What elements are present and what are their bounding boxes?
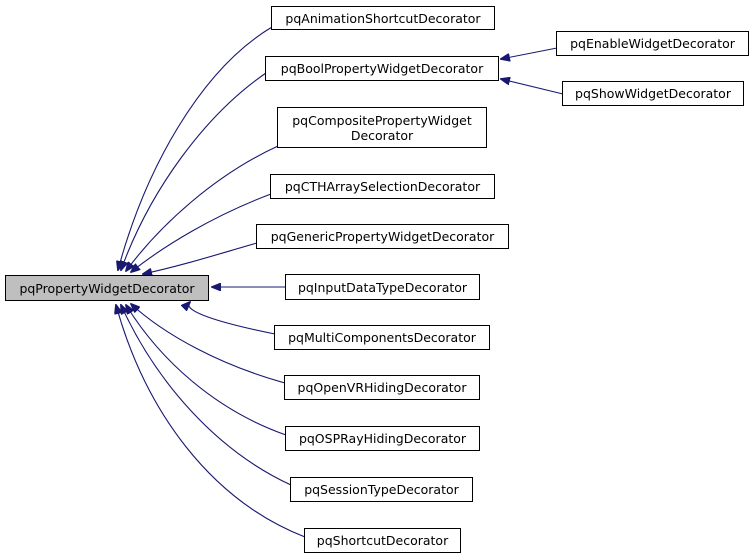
node-enable-widget[interactable]: pqEnableWidgetDecorator — [556, 31, 749, 56]
edge-ospray-hiding-to-root — [126, 305, 287, 436]
node-root[interactable]: pqPropertyWidgetDecorator — [5, 275, 209, 301]
node-generic-property-label: pqGenericPropertyWidgetDecorator — [270, 229, 495, 244]
node-show-widget[interactable]: pqShowWidgetDecorator — [562, 81, 744, 106]
node-input-data-type-label: pqInputDataTypeDecorator — [297, 279, 468, 295]
edge-animation-shortcut-to-root — [118, 26, 273, 270]
node-bool-property-label: pqBoolPropertyWidgetDecorator — [280, 61, 484, 76]
edge-openvr-hiding-to-root — [131, 304, 286, 384]
node-shortcut-label: pqShortcutDecorator — [316, 533, 449, 548]
node-input-data-type[interactable]: pqInputDataTypeDecorator — [285, 274, 480, 300]
node-multi-components[interactable]: pqMultiComponentsDecorator — [274, 325, 490, 350]
node-session-type-label: pqSessionTypeDecorator — [304, 482, 459, 497]
node-composite-property-line-2: Decorator — [350, 127, 414, 143]
node-openvr-hiding-label: pqOpenVRHidingDecorator — [297, 380, 467, 395]
node-bool-property[interactable]: pqBoolPropertyWidgetDecorator — [265, 56, 499, 81]
node-session-type[interactable]: pqSessionTypeDecorator — [290, 477, 473, 502]
node-root-label: pqPropertyWidgetDecorator — [19, 280, 195, 296]
node-shortcut[interactable]: pqShortcutDecorator — [304, 528, 461, 553]
node-openvr-hiding[interactable]: pqOpenVRHidingDecorator — [284, 375, 480, 400]
edge-layer — [116, 26, 564, 538]
node-generic-property[interactable]: pqGenericPropertyWidgetDecorator — [256, 224, 509, 249]
edge-shortcut-to-root — [116, 305, 306, 538]
node-ospray-hiding[interactable]: pqOSPRayHidingDecorator — [285, 426, 480, 451]
edge-enable-widget-to-bool-property — [501, 47, 558, 59]
node-multi-components-label: pqMultiComponentsDecorator — [288, 330, 476, 345]
edge-composite-property-to-root — [126, 145, 279, 271]
edge-bool-property-to-root — [121, 72, 267, 270]
node-animation-shortcut[interactable]: pqAnimationShortcutDecorator — [271, 6, 495, 30]
edge-generic-property-to-root — [143, 242, 258, 274]
node-composite-property[interactable]: pqCompositePropertyWidget Decorator — [277, 107, 487, 148]
edge-cth-array-to-root — [131, 193, 272, 272]
edge-show-widget-to-bool-property — [501, 79, 564, 95]
node-enable-widget-label: pqEnableWidgetDecorator — [570, 36, 735, 51]
node-show-widget-label: pqShowWidgetDecorator — [575, 86, 731, 101]
edge-session-type-to-root — [121, 305, 292, 486]
node-animation-shortcut-label: pqAnimationShortcutDecorator — [285, 10, 481, 26]
edge-multi-components-to-root — [189, 302, 276, 335]
node-composite-property-line-1: pqCompositePropertyWidget — [292, 112, 472, 128]
node-cth-array-label: pqCTHArraySelectionDecorator — [284, 179, 481, 194]
node-ospray-hiding-label: pqOSPRayHidingDecorator — [298, 431, 467, 446]
node-cth-array[interactable]: pqCTHArraySelectionDecorator — [270, 174, 495, 199]
